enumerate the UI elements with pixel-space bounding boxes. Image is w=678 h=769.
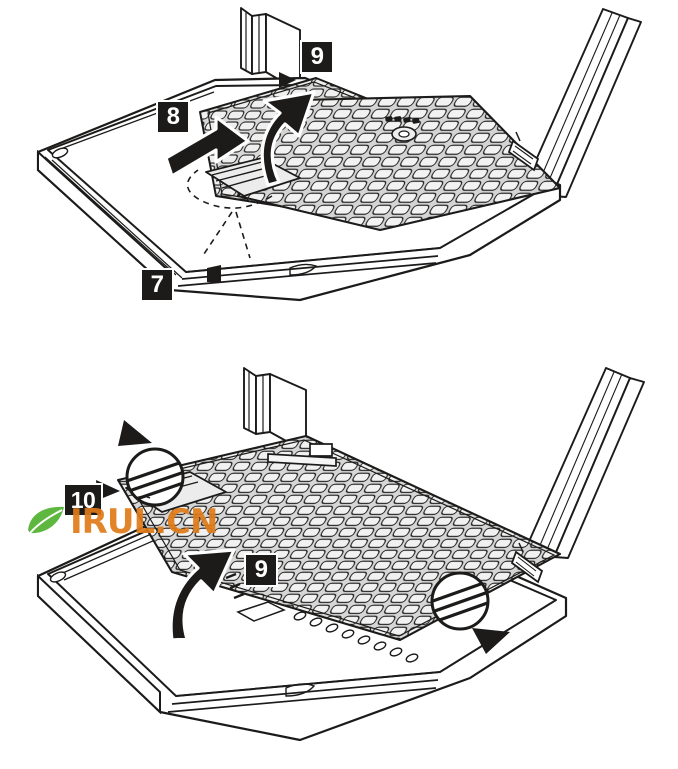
hinge-bracket-right-b: [510, 542, 544, 584]
callout-10-bottom: 10: [63, 483, 103, 517]
lcd-lid-left-b-detail: [248, 372, 264, 433]
arrow-lift-keyboard: [260, 90, 316, 187]
base-connector-strip: [236, 601, 286, 622]
laptop-drawing-bottom: [36, 367, 645, 742]
step-9-10-illustration: [0, 340, 678, 769]
pointer-triangle-right: [472, 628, 510, 654]
arrow-motion-ticks: [225, 572, 245, 600]
callout-10-bottom-label: 10: [70, 486, 96, 513]
lcd-lid-right-b: [526, 367, 645, 559]
arrow-lift-keyboard-bottom: [169, 548, 236, 642]
indicator-led-row: [385, 116, 420, 124]
latch-mark: [207, 265, 221, 283]
callout-7-top-label: 7: [150, 271, 164, 298]
detail-circle-right-latch: [430, 571, 490, 631]
callout-8-top: 8: [156, 100, 190, 134]
lcd-lid-left: [240, 7, 301, 93]
detail-circle-left-latch: [125, 447, 185, 507]
step-7-8-9-illustration: [0, 0, 678, 340]
callout-9-bottom: 9: [244, 553, 278, 587]
lcd-lid-left-b: [243, 367, 307, 453]
latch-indicator-dashed: [186, 169, 273, 259]
callout-8-top-label: 8: [166, 103, 180, 130]
arrow-push-keyboard: [164, 115, 250, 178]
lcd-lid-left-detail: [245, 12, 260, 73]
callout-9-top: 9: [300, 40, 334, 74]
base-latch-hole-row: [293, 611, 419, 663]
arrow-small-hinge: [279, 72, 296, 88]
callout-9-bottom-label: 9: [254, 556, 268, 583]
laptop-drawing-top: [36, 7, 642, 302]
hinge-cover-right: [507, 131, 540, 172]
hinge-cover-tab-b: [267, 443, 337, 467]
front-lip-b: [167, 671, 441, 713]
callout-7-top: 7: [140, 268, 174, 302]
trackpoint-button: [391, 126, 417, 142]
callout-9-top-label: 9: [310, 43, 324, 70]
